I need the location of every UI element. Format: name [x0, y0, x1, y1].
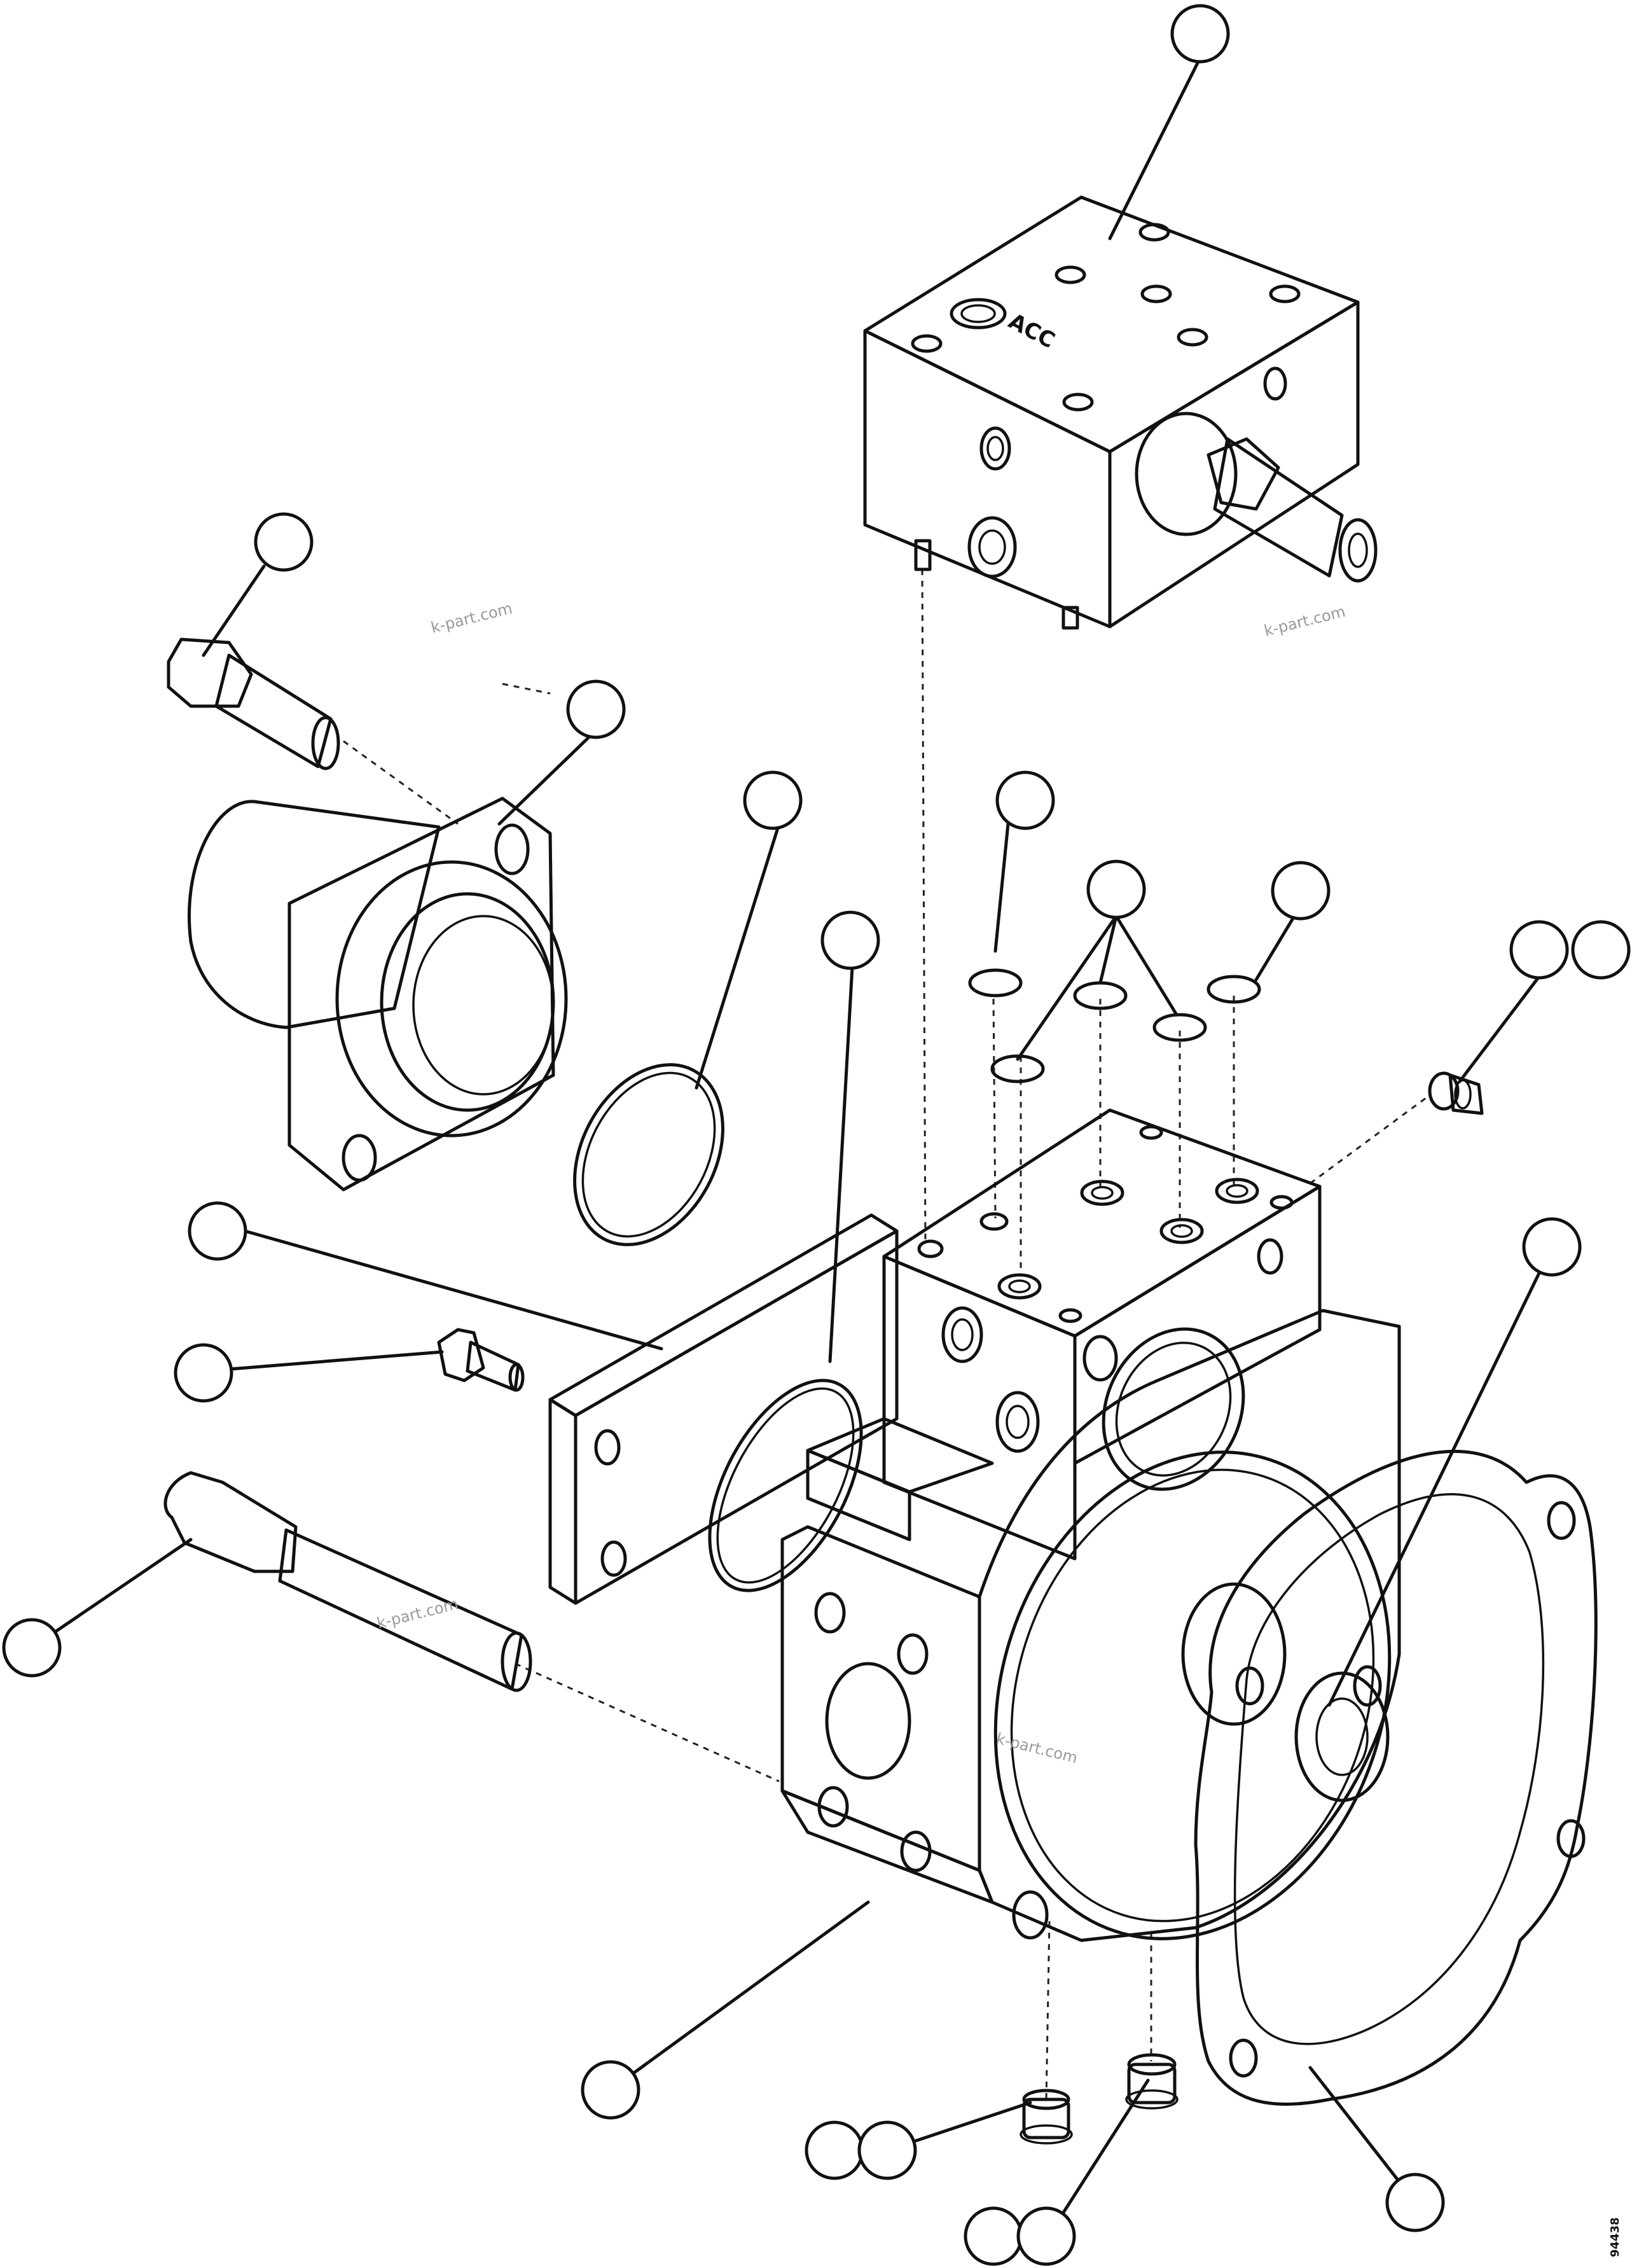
callout-circle-icon [188, 1201, 247, 1261]
watermark-text: k-part.com [375, 1595, 460, 1632]
callout-circle-icon [1170, 4, 1230, 64]
callout-circle-icon [566, 679, 626, 739]
callout-circle-icon [857, 2120, 917, 2180]
flange-fitting [188, 797, 568, 1192]
gasket [1194, 1449, 1598, 2106]
alignment-lines [343, 569, 1432, 2100]
cover-plate [548, 1213, 899, 1605]
callout-circle-icon [174, 1343, 233, 1403]
callout-circle-icon [1571, 920, 1631, 980]
pump-housing [780, 1108, 1401, 1942]
callout-circle-icon [581, 2060, 640, 2120]
plug-bottom-left [1020, 2089, 1073, 2145]
callout-circle-icon [964, 2206, 1023, 2266]
callout-circle-icon [1086, 859, 1146, 919]
o-rings [573, 1063, 863, 1592]
callout-circle-icon [1385, 2173, 1445, 2232]
callout-circle-icon [820, 910, 880, 970]
callout-circle-icon [1271, 861, 1331, 921]
callout-circle-icon [254, 512, 314, 572]
hex-bolt [167, 637, 340, 770]
acc-marking: ACC [1004, 309, 1059, 354]
callout-circle-icon [1016, 2206, 1076, 2266]
watermarks: k-part.com k-part.com k-part.com k-part.… [375, 599, 1348, 1767]
watermark-text: k-part.com [429, 599, 515, 637]
callout-circle-icon [995, 770, 1055, 830]
plug-right [1428, 1071, 1484, 1115]
callout-circles [2, 4, 1631, 2266]
plug-bottom-right [1125, 2053, 1179, 2110]
watermark-text: k-part.com [995, 1730, 1080, 1767]
long-pin [163, 1471, 532, 1692]
callout-circle-icon [2, 1618, 62, 1678]
port-seals [968, 968, 1261, 1083]
watermark-text: k-part.com [1262, 602, 1348, 640]
accumulator-valve-block: ACC [863, 195, 1378, 630]
callout-circle-icon [805, 2120, 864, 2180]
callout-circle-icon [1522, 1217, 1582, 1277]
callout-circle-icon [1509, 920, 1569, 980]
callout-circle-icon [743, 770, 803, 830]
leader-lines [30, 59, 1554, 2241]
socket-bolt [437, 1328, 525, 1392]
figure-code: 94438 [1608, 2217, 1622, 2257]
